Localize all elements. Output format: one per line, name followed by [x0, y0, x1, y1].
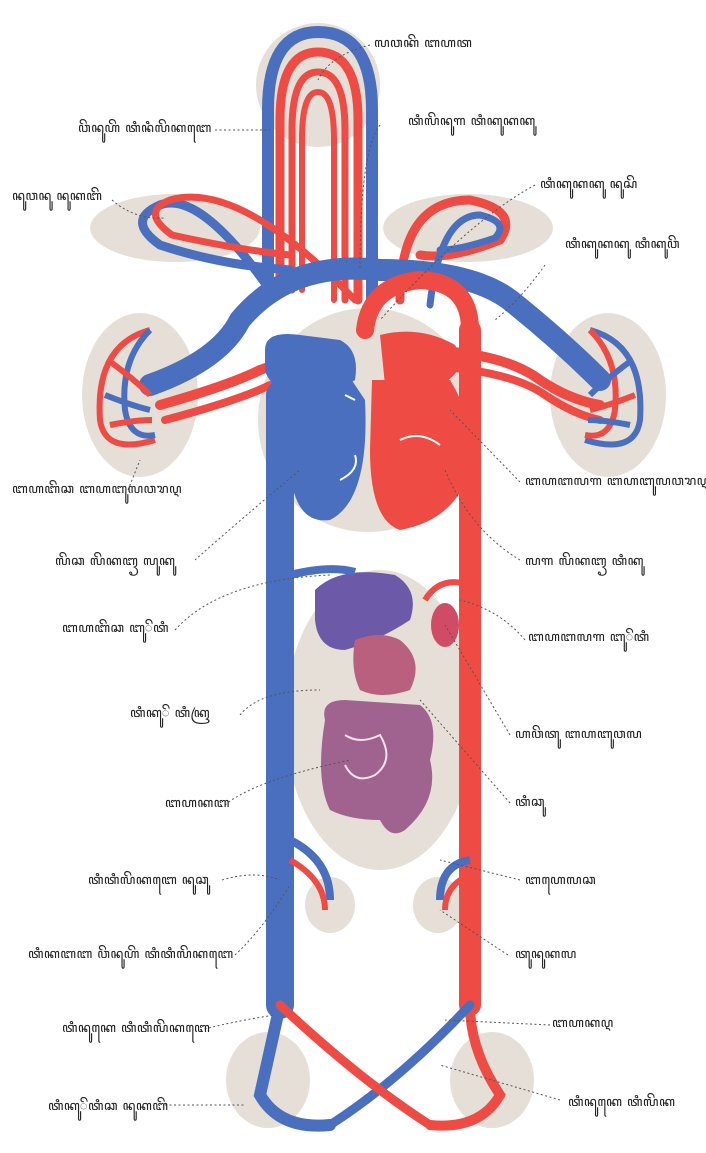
- left-ventricle: [370, 380, 471, 530]
- label-stomach: ꦠꦶꦕꦸ: [515, 795, 546, 817]
- label-iliac-artery: ꦠꦶꦤꦸꦏꦺ ꦠꦶꦭꦼꦏ: [568, 1093, 675, 1117]
- label-liver: ꦧꦲꦏꦧ: [165, 796, 230, 811]
- label-head-capillaries: ꦭꦮꦏꦼ ꦧꦲꦠ: [374, 34, 472, 51]
- intestine-shape: [321, 700, 433, 833]
- label-right-heart: ꦭꦼꦕ ꦭꦼꦏꦧꦽ ꦭꦸꦏꦸ: [55, 552, 177, 576]
- label-left-heart: ꦭꦒ ꦭꦼꦏꦧꦽ ꦠꦶꦏꦸ: [525, 552, 645, 576]
- left-atrium: [380, 332, 460, 385]
- label-iliac-vein: ꦠꦶꦤꦸꦏꦺ ꦠꦶꦠꦶꦭꦼꦏꦧꦺ: [62, 1019, 210, 1043]
- label-aortic-arch: ꦠꦶꦏꦸꦏꦏꦸ ꦤꦸꦱꦼ: [540, 175, 638, 199]
- label-portal-vein: ꦠꦶꦏꦸꦼ ꦠꦶꦏꦿ: [130, 704, 210, 728]
- label-inferior-vena-cava: ꦠꦶꦠꦶꦭꦼꦏꦧꦺ ꦤꦸꦕꦸ: [88, 871, 211, 895]
- label-leg-veins: ꦠꦶꦏꦸꦼꦠꦶꦕ ꦤꦸꦏꦧꦼ: [48, 1097, 168, 1121]
- label-renal-vein: ꦠꦶꦏꦧꦧ ꦮꦼꦤꦸꦲꦼ ꦠꦶꦠꦶꦭꦼꦏꦧꦺ: [28, 945, 234, 969]
- label-renal-artery: ꦠꦸꦤꦸꦏꦭ: [515, 947, 577, 969]
- label-hepatic-artery: ꦧꦲꦧꦭꦒ ꦧꦸꦼꦠꦶ: [528, 628, 650, 652]
- label-carotid-artery: ꦠꦶꦭꦼꦤꦸꦒ ꦠꦶꦏꦸꦏꦏꦸ: [408, 112, 537, 136]
- label-right-lung-capillaries: ꦧꦲꦧꦼꦕ ꦧꦲꦧꦸꦭꦮꦫꦉ: [12, 480, 182, 504]
- label-aorta: ꦧꦲꦏꦉ: [552, 1016, 614, 1031]
- label-arm-veins: ꦤꦸꦮꦤꦸ ꦤꦸꦏꦧꦼ: [12, 187, 102, 211]
- label-hepatic-vein: ꦧꦲꦧꦼꦕ ꦧꦸꦼꦠꦶ: [62, 619, 169, 643]
- label-spleen-stomach: ꦲꦮꦼꦠꦸ ꦧꦲꦧꦸꦮꦭ: [515, 725, 642, 749]
- label-left-lung-capillaries: ꦧꦲꦧꦭꦒ ꦧꦲꦧꦸꦭꦮꦫꦉ: [525, 474, 706, 496]
- label-jugular-vein: ꦮꦼꦤꦸꦲꦼ ꦠꦶꦤꦶꦭꦼꦏꦧꦺ: [78, 119, 212, 143]
- label-kidney: ꦧꦲꦺꦭꦕ: [525, 873, 596, 895]
- label-pulmonary-artery: ꦠꦶꦏꦸꦏꦏꦸ ꦠꦶꦏꦸꦮꦼ: [565, 235, 680, 259]
